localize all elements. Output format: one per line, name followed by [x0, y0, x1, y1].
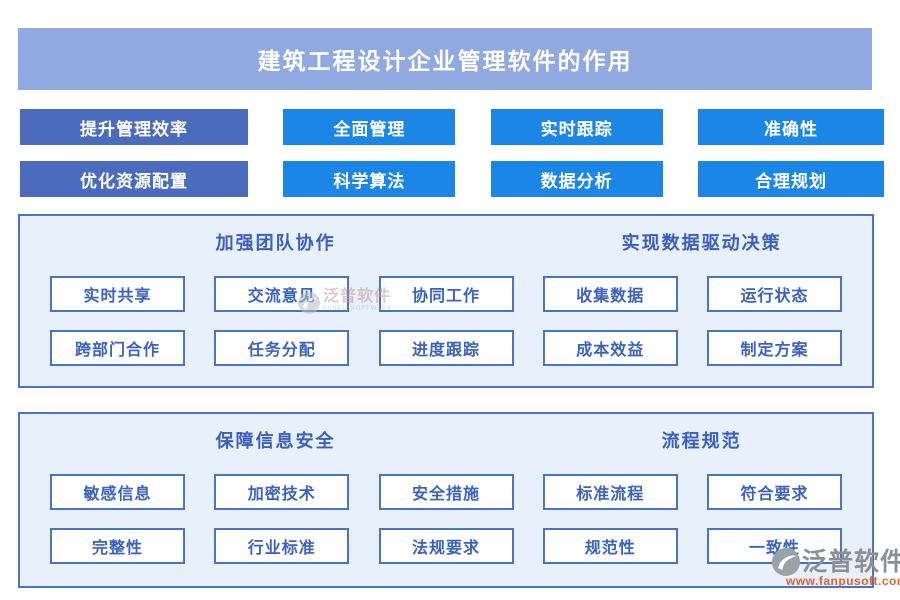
sub-box-collect-data: 收集数据: [542, 276, 678, 312]
feature-box-accuracy: 准确性: [697, 109, 884, 145]
sub-box-encryption-tech: 加密技术: [214, 474, 350, 510]
group-header-teamwork: 加强团队协作: [215, 233, 336, 253]
panel-2-grid: 敏感信息 加密技术 安全措施 标准流程 符合要求 完整性 行业标准 法规要求 规…: [50, 474, 842, 564]
vendor-brand-name: 泛普软件: [802, 548, 900, 576]
vendor-website: www.fanpusoft.com: [786, 574, 900, 588]
group-header-process-standard: 流程规范: [661, 431, 742, 451]
sub-box-progress-tracking: 进度跟踪: [378, 330, 514, 366]
page-title: 建筑工程设计企业管理软件的作用: [257, 48, 633, 74]
sub-box-running-status: 运行状态: [707, 276, 842, 312]
sub-box-collaborative-work: 协同工作: [378, 276, 514, 312]
feature-box-full-management: 全面管理: [283, 109, 456, 145]
feature-box-resource-optimization: 优化资源配置: [20, 161, 248, 197]
feature-row-1: 提升管理效率 全面管理 实时跟踪 准确性: [20, 109, 884, 145]
group-header-data-driven: 实现数据驱动决策: [621, 233, 782, 253]
sub-box-security-measures: 安全措施: [378, 474, 514, 510]
feature-box-scientific-algorithm: 科学算法: [283, 161, 456, 197]
sub-box-task-assignment: 任务分配: [214, 330, 350, 366]
sub-box-exchange-opinions: 交流意见: [214, 276, 350, 312]
sub-box-regulatory: 法规要求: [378, 528, 514, 564]
feature-box-realtime-tracking: 实时跟踪: [490, 109, 663, 145]
sub-box-cross-department: 跨部门合作: [50, 330, 185, 366]
sub-box-make-plans: 制定方案: [707, 330, 842, 366]
sub-box-cost-benefit: 成本效益: [542, 330, 678, 366]
panel-1-headers: 加强团队协作 实现数据驱动决策: [20, 229, 872, 255]
fanpu-logo-icon: [772, 548, 800, 576]
sub-box-sensitive-info: 敏感信息: [50, 474, 185, 510]
section-panel-security-process: 保障信息安全 流程规范 敏感信息 加密技术 安全措施 标准流程 符合要求 完整性…: [18, 412, 874, 588]
sub-box-normativity: 规范性: [542, 528, 678, 564]
sub-box-meet-requirements: 符合要求: [707, 474, 842, 510]
title-banner: 建筑工程设计企业管理软件的作用: [18, 28, 872, 90]
group-header-info-security: 保障信息安全: [215, 431, 336, 451]
sub-box-integrity: 完整性: [50, 528, 185, 564]
sub-box-industry-standard: 行业标准: [214, 528, 350, 564]
feature-box-efficiency: 提升管理效率: [20, 109, 248, 145]
panel-1-grid: 实时共享 交流意见 协同工作 收集数据 运行状态 跨部门合作 任务分配 进度跟踪…: [50, 276, 842, 366]
section-panel-teamwork-decisions: 加强团队协作 实现数据驱动决策 实时共享 交流意见 协同工作 收集数据 运行状态…: [18, 214, 874, 388]
sub-box-realtime-sharing: 实时共享: [50, 276, 185, 312]
feature-row-2: 优化资源配置 科学算法 数据分析 合理规划: [20, 161, 884, 197]
feature-box-reasonable-planning: 合理规划: [697, 161, 884, 197]
sub-box-standard-process: 标准流程: [542, 474, 678, 510]
panel-2-headers: 保障信息安全 流程规范: [20, 427, 872, 453]
vendor-logo: 泛普软件 www.fanpusoft.com: [772, 548, 900, 588]
feature-box-data-analysis: 数据分析: [490, 161, 663, 197]
